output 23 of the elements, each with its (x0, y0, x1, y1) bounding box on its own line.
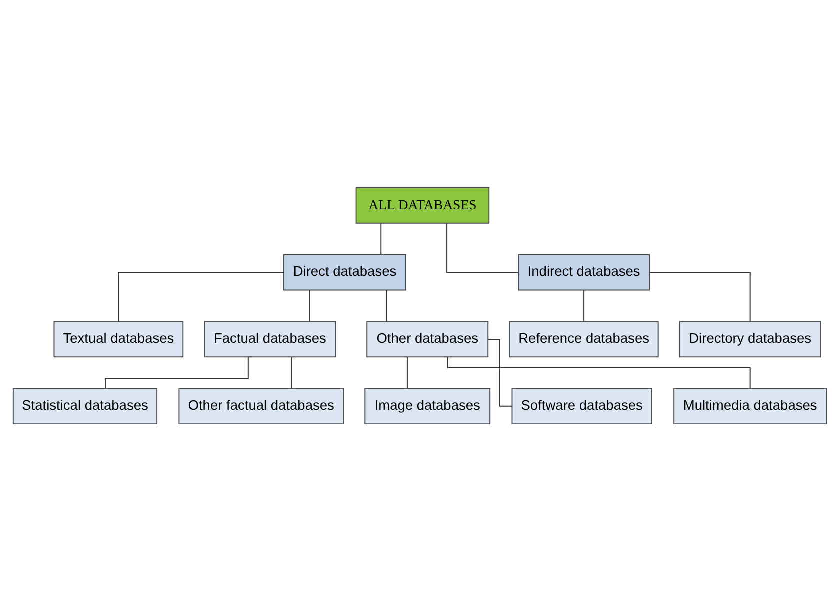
node-box: Software databases (512, 388, 652, 425)
connector (118, 272, 284, 322)
node-box: Image databases (364, 388, 491, 425)
connector (105, 356, 249, 389)
node-box: Other databases (366, 321, 489, 358)
node-box: Direct databases (283, 254, 406, 291)
connector (446, 223, 519, 274)
connector (649, 272, 751, 322)
connector (292, 356, 293, 389)
connector (386, 290, 388, 322)
node-box: Textual databases (54, 321, 184, 358)
node-box: Statistical databases (12, 388, 158, 425)
connector (380, 223, 382, 256)
connector (584, 290, 585, 322)
connector (406, 356, 408, 389)
node-box: ALL DATABASES (356, 187, 490, 224)
node-box: Factual databases (204, 321, 336, 358)
connector (309, 290, 310, 322)
node-box: Reference databases (509, 321, 659, 358)
node-box: Indirect databases (518, 254, 650, 291)
node-box: Directory databases (680, 321, 822, 358)
node-box: Other factual databases (178, 388, 344, 425)
node-box: Multimedia databases (674, 388, 828, 425)
